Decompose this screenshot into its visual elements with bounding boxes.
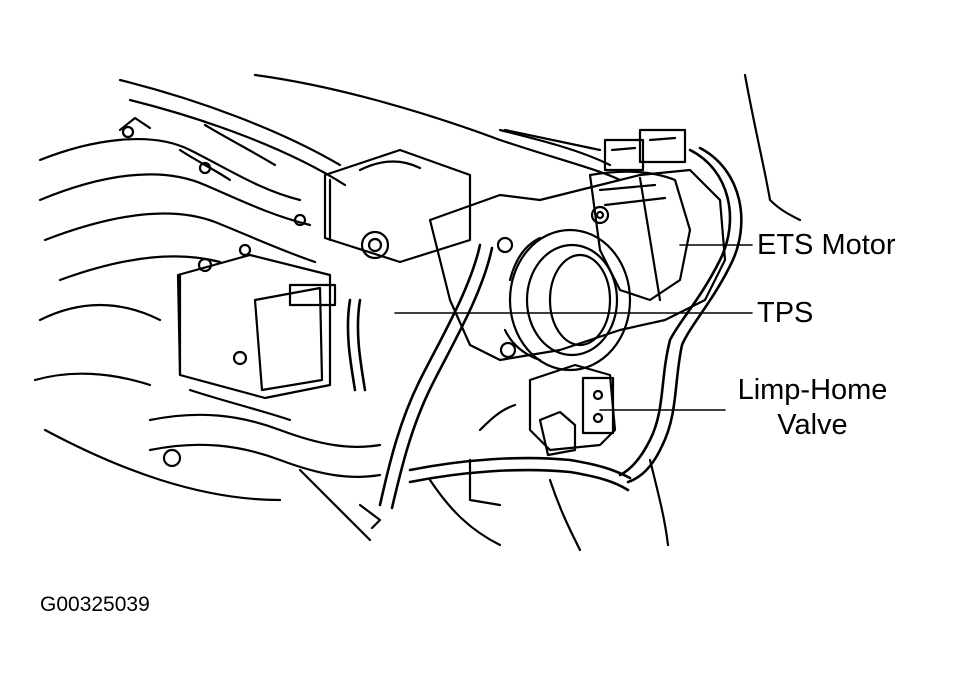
- tps-and-limp-home-valve: [480, 365, 615, 455]
- leader-lines: [395, 245, 752, 410]
- limp-home-valve-label: Limp-Home Valve: [725, 376, 900, 440]
- control-module-bracket: [178, 255, 335, 398]
- ets-motor-label: ETS Motor: [757, 229, 896, 261]
- intake-manifold: [40, 80, 345, 280]
- engine-block: [255, 75, 800, 262]
- limp-home-label-line2: Valve: [777, 409, 848, 441]
- ets-motor-housing: [590, 130, 690, 300]
- tps-label: TPS: [757, 297, 814, 329]
- wiring-harness: [348, 148, 741, 508]
- throttle-body: [430, 170, 725, 370]
- hoses: [35, 305, 668, 550]
- limp-home-label-line1: Limp-Home: [737, 374, 888, 406]
- figure-id: G00325039: [40, 593, 150, 616]
